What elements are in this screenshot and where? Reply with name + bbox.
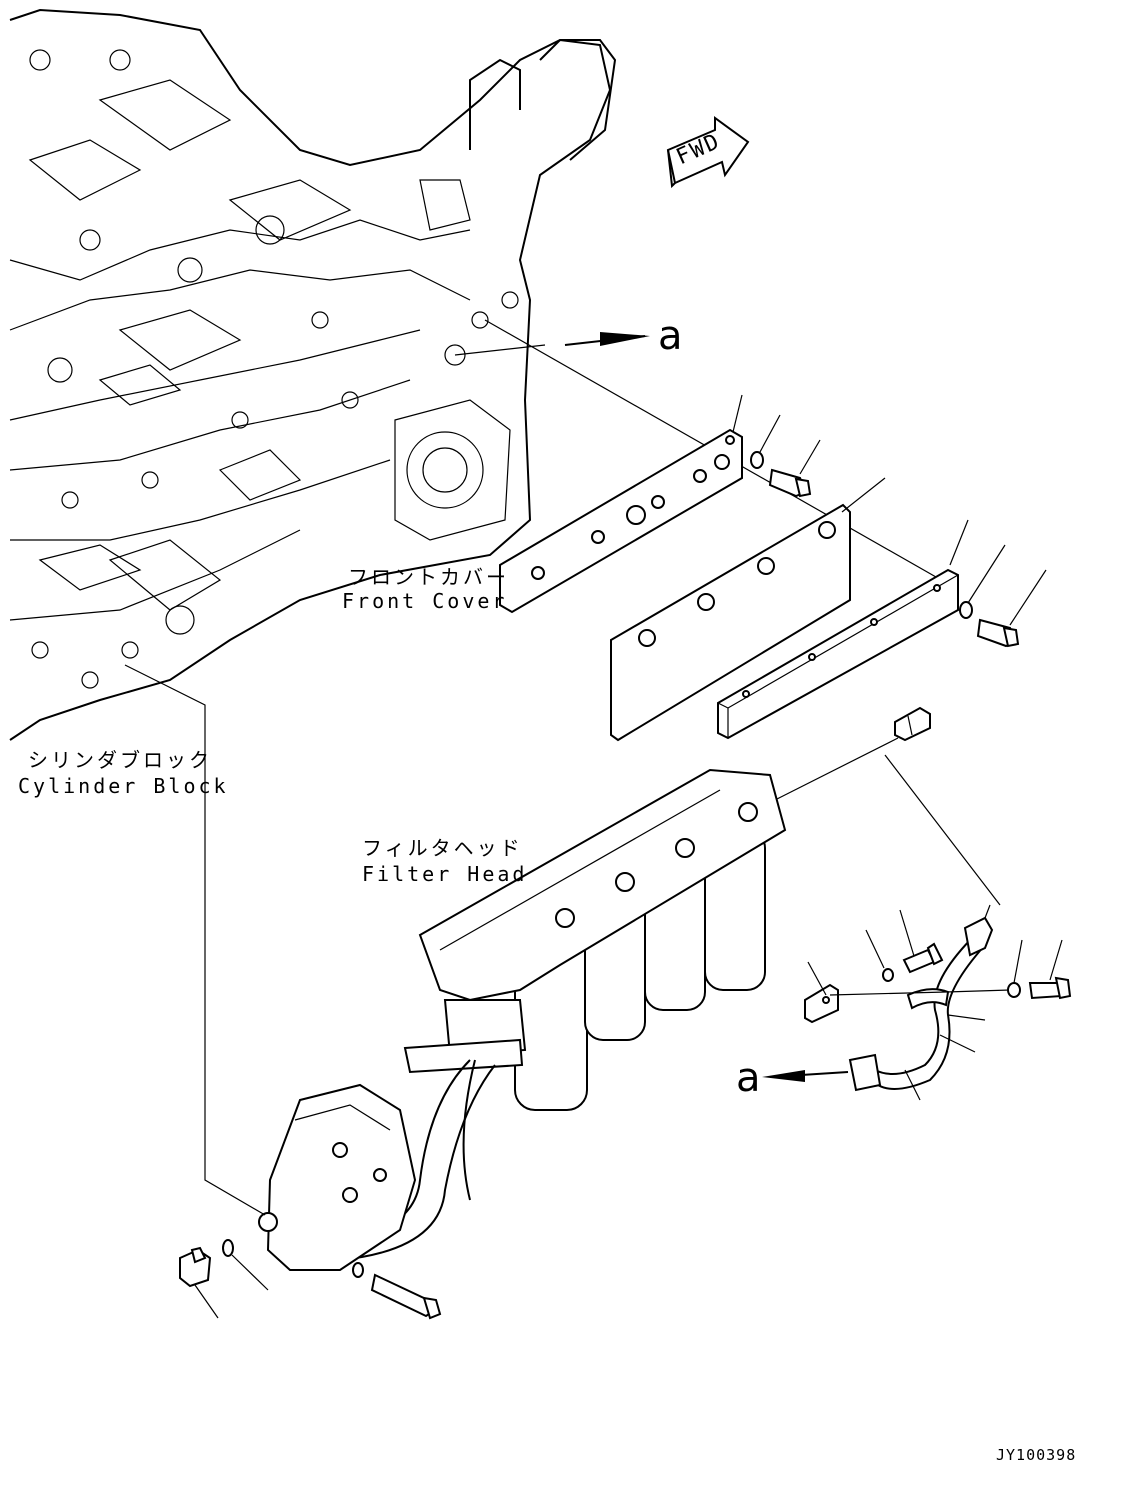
leader-gasket: [841, 477, 886, 513]
document-id: JY100398: [996, 1446, 1077, 1464]
leader-washer-5: [1013, 939, 1023, 984]
front-cover-label-jp: フロントカバー: [348, 565, 509, 589]
bolt-4: [902, 942, 944, 974]
cylinder-block-label-en: Cylinder Block: [18, 774, 229, 798]
adapter-block: [258, 1083, 417, 1271]
leader-bolt-1: [799, 439, 821, 475]
leader-bracket: [949, 519, 969, 566]
leader-hose-low: [904, 1069, 921, 1101]
washer-3: [352, 1262, 364, 1278]
arrow-a-top-head: [600, 332, 650, 346]
washer-5: [1007, 982, 1021, 998]
angle-bracket: [717, 568, 959, 740]
callout-a-top: a: [658, 313, 683, 359]
leader-clamp-2: [947, 1014, 986, 1021]
callout-a-bottom: a: [736, 1055, 761, 1101]
guide-line-cylinder-block: [124, 664, 266, 1216]
cover-plate-front: [499, 428, 743, 614]
washer-2: [959, 601, 973, 619]
leader-hose-mid: [939, 1034, 976, 1053]
bolt-3: [370, 1273, 442, 1320]
leader-plate: [732, 394, 743, 433]
leader-a-top: [454, 344, 546, 356]
leader-washer-1: [759, 414, 781, 453]
leader-washer-4: [865, 929, 885, 969]
fwd-arrow-icon: [666, 116, 750, 189]
leader-clamp: [829, 991, 947, 996]
bolt-1: [768, 468, 812, 498]
leader-clamp-washer: [945, 989, 1011, 993]
leader-washer-2: [967, 544, 1006, 604]
leader-o-ring: [231, 1254, 269, 1291]
sensor-fitting: [894, 706, 931, 742]
filter-head-label-en: Filter Head: [362, 862, 528, 886]
filter-head-assembly: [403, 768, 787, 1111]
gasket-plate: [610, 503, 851, 742]
front-cover-label-en: Front Cover: [342, 589, 508, 613]
washer-4: [882, 968, 894, 982]
hose-assembly: [804, 916, 994, 1092]
o-ring: [222, 1239, 234, 1257]
bolt-2: [976, 618, 1020, 648]
cylinder-block-label-jp: シリンダブロック: [28, 748, 212, 772]
leader-bolt-5: [1049, 939, 1063, 981]
leader-sensor: [774, 737, 899, 801]
filter-head-label-jp: フィルタヘッド: [362, 836, 523, 860]
leader-hose-top: [984, 904, 991, 919]
leader-bolt-2: [1009, 569, 1047, 626]
leader-plug: [194, 1284, 219, 1319]
washer-1: [750, 451, 764, 469]
leader-clip: [807, 961, 827, 996]
leader-bolt-4: [899, 909, 915, 957]
bolt-5: [1028, 976, 1072, 1000]
arrow-a-bottom-head: [762, 1070, 805, 1082]
leader-sensor-hose: [884, 754, 1001, 906]
engine-block: [9, 8, 617, 741]
drain-plug: [179, 1246, 212, 1288]
